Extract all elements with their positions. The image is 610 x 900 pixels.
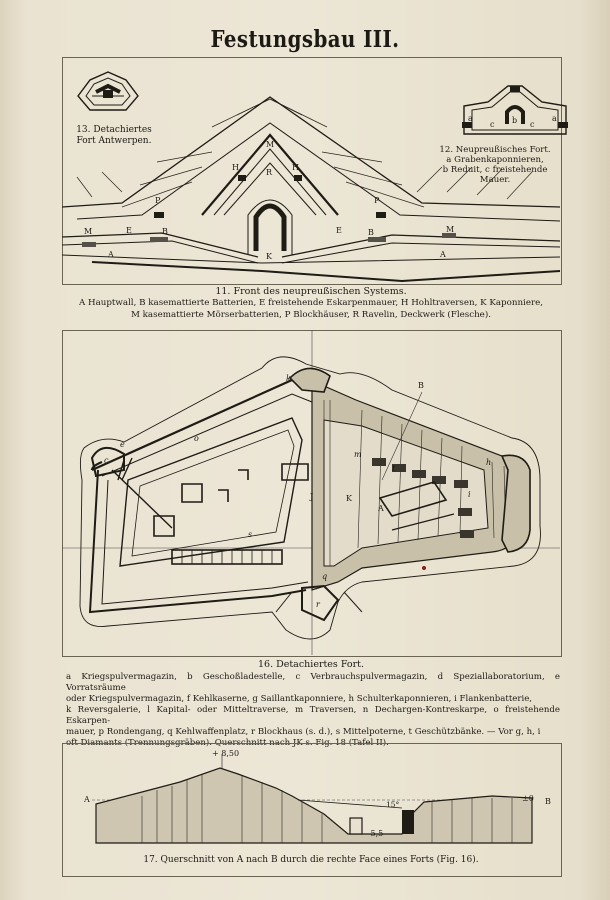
fig16-label-J: J [310,492,314,501]
fig16-legend-line1: a Kriegspulvermagazin, b Geschoßladestel… [66,672,560,693]
fig16-legend-line2: oder Kriegspulvermagazin, f Kehlkaserne,… [66,694,533,704]
fig17-height-zero: ±0 [522,794,534,803]
fig16-label-o: o [194,434,199,443]
fig17-caption: 17. Querschnitt von A nach B durch die r… [143,855,479,865]
fig11-label-M2: M [266,140,275,149]
fig16-caption: 16. Detachiertes Fort. [258,659,364,670]
fig11-label-A2: A [440,250,446,259]
fig16-legend-line3: k Reversgalerie, l Kapital- oder Mittelt… [66,705,560,726]
fig16-label-c: c [104,456,109,465]
fig11-legend-line2: M kasemattierte Mörserbatterien, P Block… [131,309,491,320]
fig12-label-c2: c [530,120,535,129]
fig16-legend-line4: mauer, p Rondengang, q Kehlwaffenplatz, … [66,727,541,737]
fig16-label-s: s [248,530,253,539]
figure-frame-top [62,57,562,285]
fig17-label-a: A [84,795,90,804]
fig11-label-H1: H [232,163,239,172]
fig12-caption-line3: b Reduit, c freistehende [442,165,548,175]
fig13-caption-line2: Fort Antwerpen. [76,135,152,146]
fig17-label-b: B [545,797,551,806]
page-title: Festungsbau III. [210,26,400,53]
fig12-label-c: c [490,120,495,129]
fig12-caption-line2: a Grabenkaponnieren, [446,155,544,165]
fig11-label-M3: M [446,225,455,234]
figure-frame-section [62,743,562,877]
fig11-hatching [76,98,533,208]
fig17-hatching [141,774,513,843]
fig11-legend: A Hauptwall, B kasemattierte Batterien, … [62,298,560,321]
fig12-label-a2: a [552,114,557,123]
fig12-label-a1: a [468,114,473,123]
fig11-label-M1: M [84,227,93,236]
fig16-label-A: A [378,504,384,513]
fig11-front-drawing [61,96,561,283]
fig12-fort-drawing [462,85,568,135]
fig16-fort-plan [62,330,560,655]
fig11-label-K: K [266,252,272,261]
fig17-cross-section [92,754,533,844]
fig16-label-h: h [486,458,492,467]
fig11-caption: 11. Front des neupreußischen Systems. [215,286,407,297]
fig13-caption-line1: 13. Detachiertes [76,125,152,135]
fig11-label-A1: A [108,250,114,259]
fig16-label-r: r [316,600,320,609]
fig11-label-B2: B [368,228,374,237]
fig17-depth: — 5,5 [360,829,384,838]
fig13-fort-drawing [77,71,139,111]
fig13-caption: 13. Detachiertes Fort Antwerpen. [64,125,164,146]
fig17-angle: 15° [386,800,400,809]
fig16-label-i: i [468,490,471,499]
fig11-legend-line1: A Hauptwall, B kasemattierte Batterien, … [78,298,544,308]
fig16-label-t: t [392,464,396,473]
fig11-label-B1: B [162,227,168,236]
fig11-label-H2: H [292,163,299,172]
fig11-label-E1: E [126,226,132,235]
fig16-label-K: K [346,494,352,503]
fig16-label-m: m [354,450,362,459]
fig16-label-B: B [418,381,424,390]
fig16-label-q: q [322,572,328,581]
fig12-label-b: b [512,116,518,125]
fig11-label-P1: P [155,196,161,205]
fig12-caption-line4: Mauer. [479,175,511,185]
fig16-label-k: k [286,374,291,383]
fig17-height-top: + 8,50 [212,749,240,758]
fig11-label-E2: E [336,226,342,235]
fig11-label-P2: P [374,196,380,205]
fig12-caption: 12. Neupreußisches Fort. a Grabenkaponni… [430,145,560,185]
fig16-label-e: e [120,440,125,449]
fig16-legend: a Kriegspulvermagazin, b Geschoßladestel… [66,672,560,749]
fig11-label-R: R [266,168,273,177]
fig12-caption-line1: 12. Neupreußisches Fort. [439,145,551,155]
